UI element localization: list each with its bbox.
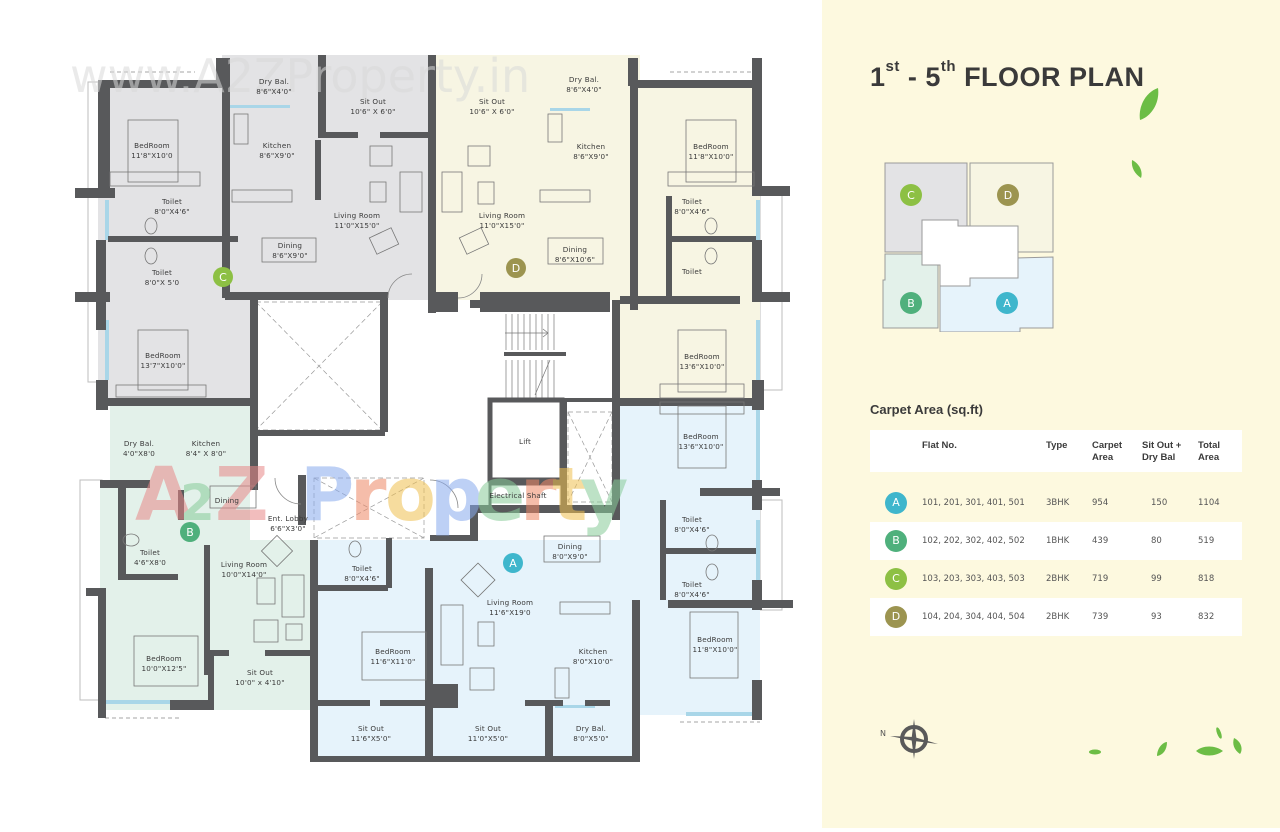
leaf-icon (1196, 746, 1223, 756)
svg-text:D: D (512, 262, 520, 275)
compass-icon: N (880, 719, 938, 759)
svg-text:Electrical Shaft: Electrical Shaft (489, 491, 546, 500)
unit-badge-d: D (885, 606, 907, 628)
svg-text:Z: Z (215, 452, 269, 538)
unit-marker-c: C (213, 267, 233, 287)
watermark-top: www.A2ZProperty.in (70, 49, 530, 103)
svg-text:C: C (219, 271, 227, 284)
svg-text:B: B (907, 297, 915, 310)
leaf-icon (1131, 160, 1142, 178)
key-plan: C D B A (882, 162, 1054, 332)
unit-a-area (310, 400, 760, 760)
unit-c-area (98, 55, 430, 400)
unit-d-area (430, 55, 760, 400)
svg-text:Lift: Lift (519, 437, 531, 446)
floor-plan: www.A2ZProperty.in A 2 Z P r o p e r t y… (70, 49, 793, 762)
svg-text:o: o (385, 452, 436, 538)
svg-text:C: C (907, 189, 915, 202)
table-row: C 103, 203, 303, 403, 503 2BHK 719 99 81… (870, 560, 1242, 598)
svg-text:P: P (300, 452, 354, 538)
leaf-icon (1089, 749, 1101, 755)
unit-marker-d: D (506, 258, 526, 278)
page-title: 1st - 5th FLOOR PLAN (870, 58, 1145, 92)
leaf-icon (1216, 727, 1222, 739)
table-row: D 104, 204, 304, 404, 504 2BHK 739 93 83… (870, 598, 1242, 636)
svg-text:Dry Bal.8'0"X5'0": Dry Bal.8'0"X5'0" (573, 724, 609, 743)
svg-text:p: p (430, 452, 483, 538)
unit-badge-c: C (885, 568, 907, 590)
table-row: B 102, 202, 302, 402, 502 1BHK 439 80 51… (870, 522, 1242, 560)
info-panel (822, 0, 1280, 828)
svg-text:A: A (1003, 297, 1011, 310)
svg-text:Dry Bal.8'6"X4'0": Dry Bal.8'6"X4'0" (566, 75, 602, 94)
svg-text:A: A (135, 452, 192, 538)
svg-text:Toilet: Toilet (681, 267, 702, 276)
svg-text:B: B (186, 526, 194, 539)
svg-text:Dry Bal.4'0"X8'0: Dry Bal.4'0"X8'0 (123, 439, 155, 458)
svg-text:r: r (350, 452, 387, 538)
svg-text:N: N (880, 729, 886, 738)
unit-badge-b: B (885, 530, 907, 552)
svg-text:e: e (475, 452, 525, 538)
svg-text:Dry Bal.8'6"X4'0": Dry Bal.8'6"X4'0" (256, 77, 292, 96)
svg-text:y: y (580, 452, 628, 538)
unit-marker-b: B (180, 522, 200, 542)
svg-text:t: t (552, 452, 587, 538)
svg-text:A: A (509, 557, 517, 570)
leaf-icon (1139, 88, 1159, 120)
svg-text:2: 2 (180, 474, 215, 532)
unit-badge-a: A (885, 492, 907, 514)
svg-text:r: r (520, 452, 557, 538)
leaf-icon (1233, 738, 1242, 754)
table-row: A 101, 201, 301, 401, 501 3BHK 954 150 1… (870, 484, 1242, 522)
leaf-icon (1157, 742, 1167, 756)
svg-text:Dining: Dining (215, 496, 239, 505)
carpet-area-title: Carpet Area (sq.ft) (870, 402, 983, 417)
unit-marker-a: A (503, 553, 523, 573)
svg-text:D: D (1004, 189, 1012, 202)
